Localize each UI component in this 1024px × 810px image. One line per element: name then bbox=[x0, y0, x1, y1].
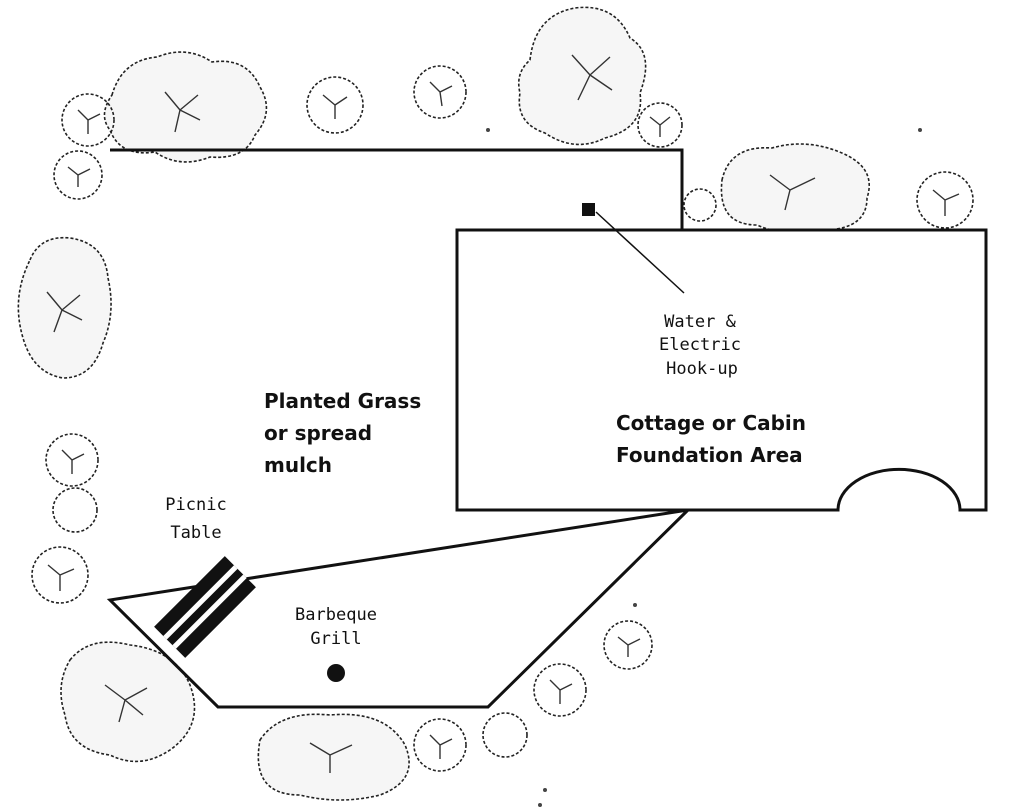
shrub-icon bbox=[103, 51, 268, 163]
hookup-label-line2: Electric bbox=[659, 335, 741, 355]
bbq-label-line2: Grill bbox=[310, 629, 361, 649]
water-electric-hookup-icon bbox=[582, 203, 595, 216]
shrub-icon bbox=[257, 713, 410, 801]
lot-boundary bbox=[106, 148, 693, 709]
shrub-icon bbox=[683, 188, 717, 222]
landscaping-shrubs bbox=[17, 6, 974, 807]
picnic-label-line2: Table bbox=[170, 523, 221, 543]
shrub-icon bbox=[720, 143, 870, 235]
shrub-icon bbox=[413, 718, 467, 772]
ground-specks bbox=[486, 128, 922, 807]
shrub-icon bbox=[61, 93, 115, 147]
shrub-icon bbox=[53, 150, 103, 200]
cottage-label-line2: Foundation Area bbox=[616, 443, 803, 467]
barbeque-grill-icon bbox=[327, 664, 345, 682]
shrub-icon bbox=[413, 65, 467, 119]
bbq-label-line1: Barbeque bbox=[295, 605, 377, 625]
picnic-table-icon bbox=[154, 556, 256, 658]
shrub-icon bbox=[916, 171, 974, 229]
grass-label-line1: Planted Grass bbox=[264, 389, 421, 413]
shrub-icon bbox=[533, 663, 587, 717]
shrub-icon bbox=[60, 641, 196, 763]
cottage-label-line1: Cottage or Cabin bbox=[616, 411, 806, 435]
grass-label-line2: or spread bbox=[264, 421, 372, 445]
cottage-foundation-area bbox=[455, 228, 988, 512]
hookup-leader-line bbox=[595, 211, 685, 294]
shrub-icon bbox=[603, 620, 653, 670]
shrub-icon bbox=[45, 433, 99, 487]
picnic-label-line1: Picnic bbox=[165, 495, 226, 515]
shrub-icon bbox=[482, 712, 528, 758]
hookup-label-line3: Hook-up bbox=[666, 359, 738, 379]
shrub-icon bbox=[52, 487, 98, 533]
hookup-label-line1: Water & bbox=[664, 312, 736, 332]
shrub-icon bbox=[306, 76, 364, 134]
shrub-icon bbox=[517, 6, 647, 146]
shrub-icon bbox=[31, 546, 89, 604]
shrub-icon bbox=[17, 236, 112, 379]
grass-label-line3: mulch bbox=[264, 453, 332, 477]
shrub-icon bbox=[637, 102, 683, 148]
